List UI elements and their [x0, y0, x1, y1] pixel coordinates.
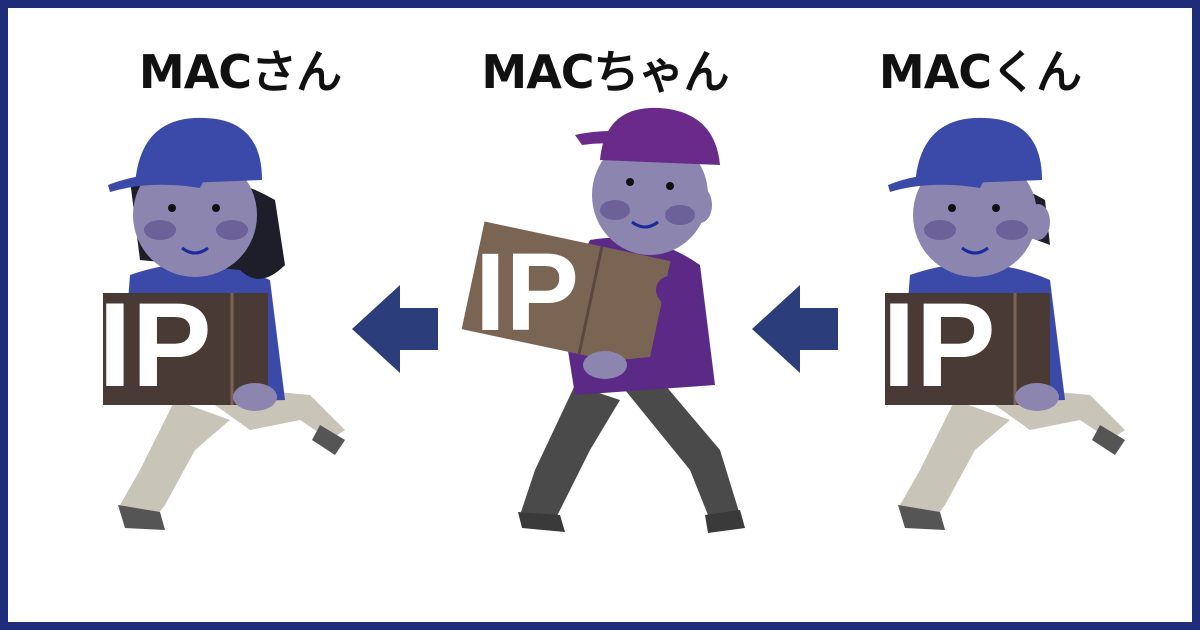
packet-box-middle	[461, 221, 671, 369]
courier-right: IP	[882, 117, 1125, 530]
label-mac-kun: MACくん	[878, 45, 1082, 99]
packet-label-right: IP	[882, 278, 995, 412]
packet-label-left: IP	[98, 278, 211, 412]
arrow-left-icon	[352, 285, 438, 373]
packet-label-middle: IP	[475, 231, 579, 354]
packet-box-left	[103, 293, 268, 405]
courier-left: IP	[98, 117, 345, 530]
courier-middle: IP	[461, 107, 745, 533]
label-mac-san: MACさん	[138, 45, 342, 99]
arrow-right-icon	[752, 285, 838, 373]
label-mac-chan: MACちゃん	[481, 45, 729, 99]
packet-box-right	[885, 293, 1050, 405]
